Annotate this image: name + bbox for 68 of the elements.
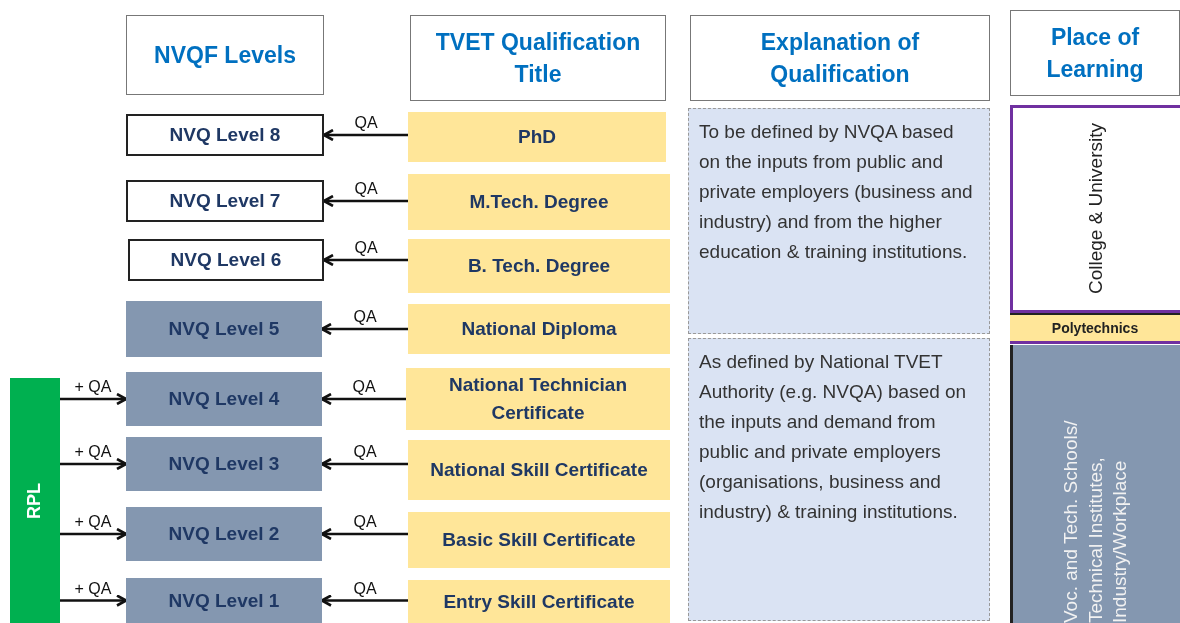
node-label: M.Tech. Degree bbox=[469, 190, 609, 215]
place-label: College & University bbox=[1084, 123, 1108, 295]
node-label: Entry Skill Certificate bbox=[443, 589, 635, 614]
edge-label: QA bbox=[353, 309, 377, 325]
explanation-box bbox=[688, 108, 990, 334]
rpl-bar bbox=[10, 378, 60, 623]
arrow bbox=[60, 392, 128, 406]
node-label: To be defined by NVQA based on the inputs from public and private employers (business and industry) and from the higher education & training institutions. bbox=[699, 120, 974, 265]
node-label: NVQ Level 4 bbox=[168, 388, 280, 410]
edge-label: QA bbox=[353, 580, 377, 597]
edge-label: QA bbox=[353, 514, 377, 530]
node-label: Basic Skill Certificate bbox=[442, 528, 636, 553]
edge-label: + QA bbox=[74, 514, 112, 530]
level-box bbox=[126, 507, 322, 561]
node-label: NVQ Level 8 bbox=[169, 124, 281, 146]
edge-label: + QA bbox=[74, 580, 112, 597]
node-label: Polytechnics bbox=[1051, 320, 1139, 336]
level-box bbox=[126, 437, 322, 491]
level-box bbox=[126, 372, 322, 426]
qualification-box bbox=[408, 304, 670, 354]
edge-label: + QA bbox=[74, 444, 112, 460]
arrow bbox=[60, 457, 128, 471]
node-label: NVQ Level 3 bbox=[168, 453, 280, 475]
qualification-box bbox=[408, 174, 670, 230]
edge-label: + QA bbox=[74, 379, 112, 395]
arrow bbox=[60, 527, 128, 541]
node-label: NVQ Level 7 bbox=[169, 190, 281, 212]
node-label: B. Tech. Degree bbox=[467, 254, 611, 279]
edge-label: QA bbox=[354, 115, 378, 131]
node-label: Explanation of Qualification bbox=[759, 27, 921, 89]
level-box bbox=[126, 180, 324, 222]
qualification-box bbox=[406, 368, 670, 430]
column-header bbox=[1010, 10, 1180, 96]
qualification-box bbox=[408, 580, 670, 623]
learning-place-band bbox=[1010, 313, 1180, 344]
qualification-box bbox=[408, 440, 670, 500]
node-label: National Diploma bbox=[461, 317, 617, 342]
place-label: RPL bbox=[23, 482, 46, 519]
qualification-box bbox=[408, 512, 670, 568]
level-box bbox=[126, 114, 324, 156]
level-box bbox=[126, 578, 322, 623]
node-label: Place of Learning bbox=[1045, 22, 1145, 84]
column-header bbox=[126, 15, 324, 95]
qualification-box bbox=[408, 239, 670, 293]
node-label: NVQ Level 2 bbox=[168, 523, 280, 545]
edge-label: QA bbox=[353, 444, 377, 460]
node-label: As defined by National TVET Authority (e.g. NVQA) based on the inputs and demand from public and private employers (organisations, business and industry) & training institutions. bbox=[699, 350, 968, 525]
column-header bbox=[410, 15, 666, 101]
learning-place-box bbox=[1010, 345, 1180, 623]
place-label: Voc. and Tech. Schools/ Technical Institutes, Industry/Workplace bbox=[1059, 419, 1132, 623]
arrow bbox=[60, 594, 128, 607]
edge-label: QA bbox=[354, 181, 378, 197]
level-box bbox=[128, 239, 324, 281]
edge-label: QA bbox=[354, 240, 378, 256]
learning-place-box bbox=[1010, 105, 1180, 313]
level-box bbox=[126, 301, 322, 357]
node-label: PhD bbox=[518, 125, 556, 150]
qualification-box bbox=[408, 112, 666, 162]
column-header bbox=[690, 15, 990, 101]
explanation-box bbox=[688, 338, 990, 621]
edge-label: QA bbox=[352, 379, 376, 395]
node-label: TVET Qualification Title bbox=[434, 27, 642, 89]
node-label: National Technician Certificate bbox=[447, 373, 629, 425]
node-label: NVQ Level 1 bbox=[168, 589, 280, 612]
node-label: National Skill Certificate bbox=[430, 458, 648, 483]
node-label: NVQ Level 5 bbox=[168, 318, 280, 340]
node-label: NVQF Levels bbox=[154, 40, 296, 70]
node-label: NVQ Level 6 bbox=[170, 249, 282, 271]
